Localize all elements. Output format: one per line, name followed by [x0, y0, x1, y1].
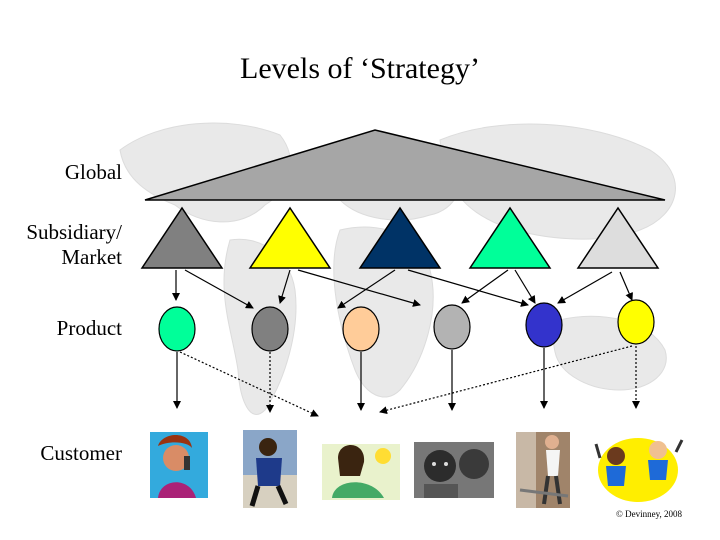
- subsidiary-product-arrows: [172, 269, 633, 309]
- subsidiary-triangle-4: [468, 206, 552, 269]
- page-title: Levels of ‘Strategy’: [240, 52, 480, 85]
- customer-images: [150, 430, 684, 508]
- product-oval-2: [251, 306, 289, 352]
- subsidiary-triangle-3: [358, 206, 442, 269]
- level-label-subsidiary: Subsidiary/ Market: [26, 220, 122, 270]
- product-oval-6: [617, 299, 655, 345]
- level-label-subsidiary-line1: Subsidiary/: [26, 220, 122, 244]
- product-oval-5: [525, 302, 563, 348]
- level-label-customer: Customer: [40, 441, 122, 465]
- woman-phone-icon: [150, 432, 208, 498]
- global-triangle: [144, 129, 666, 201]
- copyright-notice: © Devinney, 2008: [616, 509, 682, 519]
- subsidiary-triangle-5: [576, 206, 660, 269]
- subsidiary-triangles: [140, 206, 660, 269]
- level-label-subsidiary-line2: Market: [61, 245, 122, 269]
- subsidiary-triangle-2: [248, 206, 332, 269]
- product-ovals: [158, 299, 655, 352]
- level-label-global: Global: [64, 160, 122, 184]
- woman-treadmill-icon: [516, 432, 570, 508]
- product-oval-3: [342, 306, 380, 352]
- children-photo-icon: [414, 442, 494, 498]
- kids-exercising-icon: [594, 438, 684, 502]
- product-oval-4: [433, 304, 471, 350]
- woman-cocktail-icon: [322, 444, 400, 500]
- running-man-icon: [243, 430, 297, 508]
- level-label-product: Product: [56, 316, 122, 340]
- product-oval-1: [158, 306, 196, 352]
- subsidiary-triangle-1: [140, 206, 224, 269]
- product-customer-arrows: [173, 345, 640, 417]
